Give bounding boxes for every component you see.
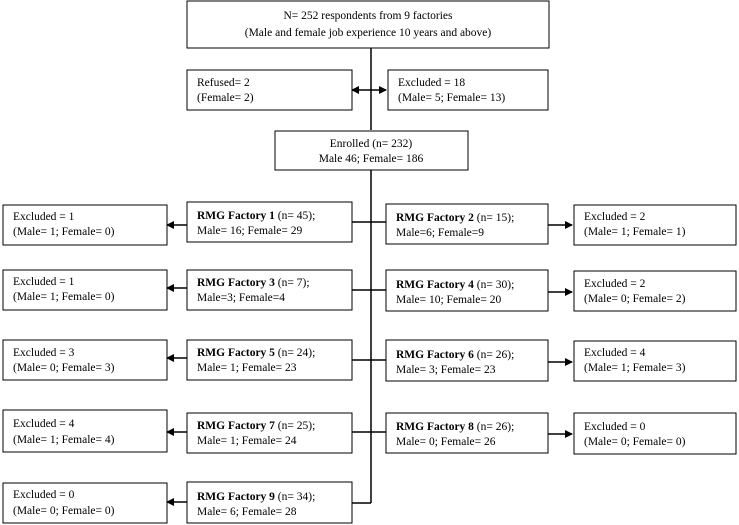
factory-3-gender: Male=3; Female=4 bbox=[197, 292, 285, 304]
total-respondents-line2: (Male and female job experience 10 years… bbox=[245, 27, 492, 39]
factory-7-name: RMG Factory 7 bbox=[197, 420, 275, 432]
factory-9-excluded-line2: (Male= 0; Female= 0) bbox=[13, 505, 115, 517]
factory-4-excluded-line1: Excluded = 2 bbox=[584, 278, 646, 290]
factory-9-count: (n= 34); bbox=[275, 491, 315, 503]
factory-7-gender: Male= 1; Female= 24 bbox=[197, 435, 297, 447]
factory-4-excluded-box: Excluded = 2 (Male= 0; Female= 2) bbox=[573, 270, 737, 312]
factory-2-title: RMG Factory 2 (n= 15); bbox=[396, 212, 514, 224]
factory-2-excluded-line1: Excluded = 2 bbox=[584, 211, 646, 223]
factory-8-excluded-line1: Excluded = 0 bbox=[584, 421, 646, 433]
factory-3-excluded-line1: Excluded = 1 bbox=[13, 276, 75, 288]
factory-8-box: RMG Factory 8 (n= 26); Male= 0; Female= … bbox=[385, 412, 549, 454]
factory-8-name: RMG Factory 8 bbox=[396, 421, 474, 433]
factory-5-name: RMG Factory 5 bbox=[197, 347, 275, 359]
refused-box: Refused= 2 (Female= 2) bbox=[186, 69, 353, 111]
factory-6-excluded-box: Excluded = 4 (Male= 1; Female= 3) bbox=[573, 340, 737, 382]
factory-7-title: RMG Factory 7 (n= 25); bbox=[197, 420, 315, 432]
factory-5-count: (n= 24); bbox=[275, 347, 315, 359]
factory-7-excluded-box: Excluded = 4 (Male= 1; Female= 4) bbox=[2, 409, 168, 453]
factory-4-gender: Male= 10; Female= 20 bbox=[396, 294, 502, 306]
excluded-total-line1: Excluded = 18 bbox=[398, 77, 465, 89]
factory-5-box: RMG Factory 5 (n= 24); Male= 1; Female= … bbox=[186, 339, 353, 381]
factory-4-title: RMG Factory 4 (n= 30); bbox=[396, 279, 514, 291]
factory-4-excluded-line2: (Male= 0; Female= 2) bbox=[584, 293, 686, 305]
factory-7-excluded-line1: Excluded = 4 bbox=[13, 418, 75, 430]
factory-8-gender: Male= 0; Female= 26 bbox=[396, 436, 496, 448]
factory-6-gender: Male= 3; Female= 23 bbox=[396, 364, 496, 376]
enrolled-box: Enrolled (n= 232) Male 46; Female= 186 bbox=[274, 130, 469, 171]
factory-4-name: RMG Factory 4 bbox=[396, 279, 474, 291]
factory-4-count: (n= 30); bbox=[474, 279, 514, 291]
factory-9-name: RMG Factory 9 bbox=[197, 491, 275, 503]
factory-1-gender: Male= 16; Female= 29 bbox=[197, 225, 303, 237]
factory-1-box: RMG Factory 1 (n= 45); Male= 16; Female=… bbox=[186, 201, 353, 243]
refused-line1: Refused= 2 bbox=[197, 77, 250, 89]
factory-5-gender: Male= 1; Female= 23 bbox=[197, 362, 297, 374]
factory-2-gender: Male=6; Female=9 bbox=[396, 227, 484, 239]
factory-2-box: RMG Factory 2 (n= 15); Male=6; Female=9 bbox=[385, 203, 549, 245]
factory-9-box: RMG Factory 9 (n= 34); Male= 6; Female= … bbox=[186, 481, 353, 524]
factory-5-excluded-box: Excluded = 3 (Male= 0; Female= 3) bbox=[2, 339, 168, 381]
factory-1-count: (n= 45); bbox=[275, 210, 315, 222]
factory-6-name: RMG Factory 6 bbox=[396, 349, 474, 361]
total-respondents-box: N= 252 respondents from 9 factories (Mal… bbox=[186, 0, 550, 49]
factory-3-count: (n= 7); bbox=[275, 277, 310, 289]
factory-7-count: (n= 25); bbox=[275, 420, 315, 432]
refused-line2: (Female= 2) bbox=[197, 92, 254, 104]
excluded-total-box: Excluded = 18 (Male= 5; Female= 13) bbox=[387, 69, 549, 111]
factory-6-excluded-line2: (Male= 1; Female= 3) bbox=[584, 362, 686, 374]
factory-2-count: (n= 15); bbox=[474, 212, 514, 224]
factory-6-count: (n= 26); bbox=[474, 349, 514, 361]
factory-2-excluded-box: Excluded = 2 (Male= 1; Female= 1) bbox=[573, 204, 737, 246]
factory-5-excluded-line2: (Male= 0; Female= 3) bbox=[13, 362, 115, 374]
factory-3-title: RMG Factory 3 (n= 7); bbox=[197, 277, 310, 289]
factory-7-excluded-line2: (Male= 1; Female= 4) bbox=[13, 434, 115, 446]
factory-8-excluded-box: Excluded = 0 (Male= 0; Female= 0) bbox=[573, 412, 737, 455]
factory-6-box: RMG Factory 6 (n= 26); Male= 3; Female= … bbox=[385, 339, 549, 382]
excluded-total-line2: (Male= 5; Female= 13) bbox=[398, 92, 505, 104]
factory-8-excluded-line2: (Male= 0; Female= 0) bbox=[584, 436, 686, 448]
factory-1-excluded-line1: Excluded = 1 bbox=[13, 211, 75, 223]
enrolled-line1: Enrolled (n= 232) bbox=[330, 138, 413, 150]
factory-5-title: RMG Factory 5 (n= 24); bbox=[197, 347, 315, 359]
factory-9-excluded-line1: Excluded = 0 bbox=[13, 489, 75, 501]
factory-2-excluded-line2: (Male= 1; Female= 1) bbox=[584, 226, 686, 238]
factory-9-title: RMG Factory 9 (n= 34); bbox=[197, 491, 315, 503]
factory-9-excluded-box: Excluded = 0 (Male= 0; Female= 0) bbox=[2, 482, 168, 524]
factory-3-excluded-line2: (Male= 1; Female= 0) bbox=[13, 291, 115, 303]
factory-4-box: RMG Factory 4 (n= 30); Male= 10; Female=… bbox=[385, 269, 549, 312]
factory-3-name: RMG Factory 3 bbox=[197, 277, 275, 289]
factory-1-title: RMG Factory 1 (n= 45); bbox=[197, 210, 315, 222]
factory-7-box: RMG Factory 7 (n= 25); Male= 1; Female= … bbox=[186, 412, 353, 454]
factory-1-name: RMG Factory 1 bbox=[197, 210, 275, 222]
factory-3-excluded-box: Excluded = 1 (Male= 1; Female= 0) bbox=[2, 269, 168, 311]
factory-2-name: RMG Factory 2 bbox=[396, 212, 474, 224]
enrolled-line2: Male 46; Female= 186 bbox=[319, 153, 424, 165]
factory-5-excluded-line1: Excluded = 3 bbox=[13, 347, 75, 359]
factory-6-title: RMG Factory 6 (n= 26); bbox=[396, 349, 514, 361]
factory-3-box: RMG Factory 3 (n= 7); Male=3; Female=4 bbox=[186, 269, 353, 311]
factory-1-excluded-box: Excluded = 1 (Male= 1; Female= 0) bbox=[2, 204, 168, 246]
factory-8-count: (n= 26); bbox=[474, 421, 514, 433]
factory-6-excluded-line1: Excluded = 4 bbox=[584, 347, 646, 359]
factory-9-gender: Male= 6; Female= 28 bbox=[197, 506, 297, 518]
factory-1-excluded-line2: (Male= 1; Female= 0) bbox=[13, 226, 115, 238]
total-respondents-line1: N= 252 respondents from 9 factories bbox=[283, 10, 453, 22]
connector-lines bbox=[166, 48, 573, 506]
factory-8-title: RMG Factory 8 (n= 26); bbox=[396, 421, 514, 433]
